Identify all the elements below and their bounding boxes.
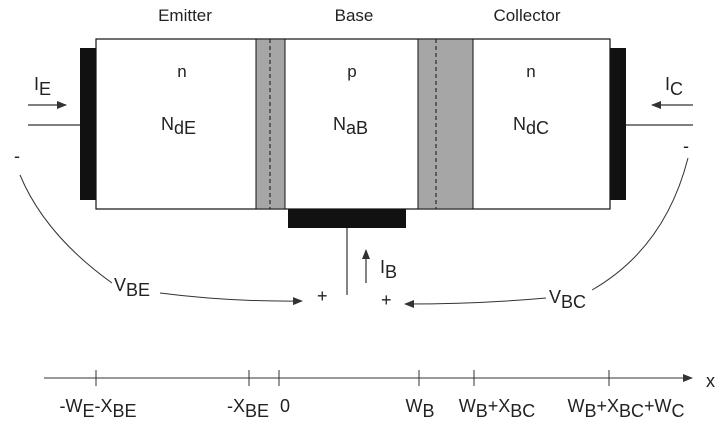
base-current-label: IB [380, 257, 397, 282]
vbc-label: VBC [549, 287, 586, 312]
vbe-curve-upper [19, 174, 113, 284]
vbc-curve-lower [404, 297, 547, 308]
axis-tick-label: WB+XBC [459, 396, 536, 421]
axis-tick-label: WB [405, 396, 434, 421]
emitter-title: Emitter [158, 6, 212, 25]
axis-tick-label: -WE-XBE [59, 396, 136, 421]
vbe-label: VBE [114, 275, 150, 300]
base-type: p [347, 62, 356, 81]
collector-doping-label: NdC [513, 114, 549, 138]
collector-current-label: IC [665, 74, 683, 99]
base-doping-label: NaB [333, 114, 368, 138]
base-plus-sign-be: + [317, 286, 328, 306]
collector-minus-sign: - [683, 136, 689, 156]
collector-title: Collector [493, 6, 560, 25]
axis-tick-label: 0 [280, 396, 290, 416]
bc-depletion-region [417, 38, 474, 210]
emitter-minus-sign: - [14, 146, 20, 166]
emitter-current-label: IE [34, 74, 51, 99]
collector-contact [610, 48, 626, 200]
base-title: Base [335, 6, 374, 25]
emitter-doping-label: NdE [161, 114, 196, 138]
emitter-type: n [177, 62, 186, 81]
vbe-curve-lower [159, 292, 303, 306]
base-contact [288, 209, 406, 228]
vbc-curve-upper [591, 157, 689, 291]
base-plus-sign-bc: + [381, 290, 392, 310]
axis-tick-label: WB+XBC+WC [567, 396, 684, 421]
axis-tick-label: -XBE [227, 396, 269, 421]
emitter-contact [80, 48, 96, 200]
collector-type: n [526, 62, 535, 81]
position-axis-label: x [706, 371, 715, 391]
device-body [95, 38, 611, 210]
axis-ticks: -WE-XBE -XBE 0 WB WB+XBC WB+XBC+WC [59, 370, 685, 421]
